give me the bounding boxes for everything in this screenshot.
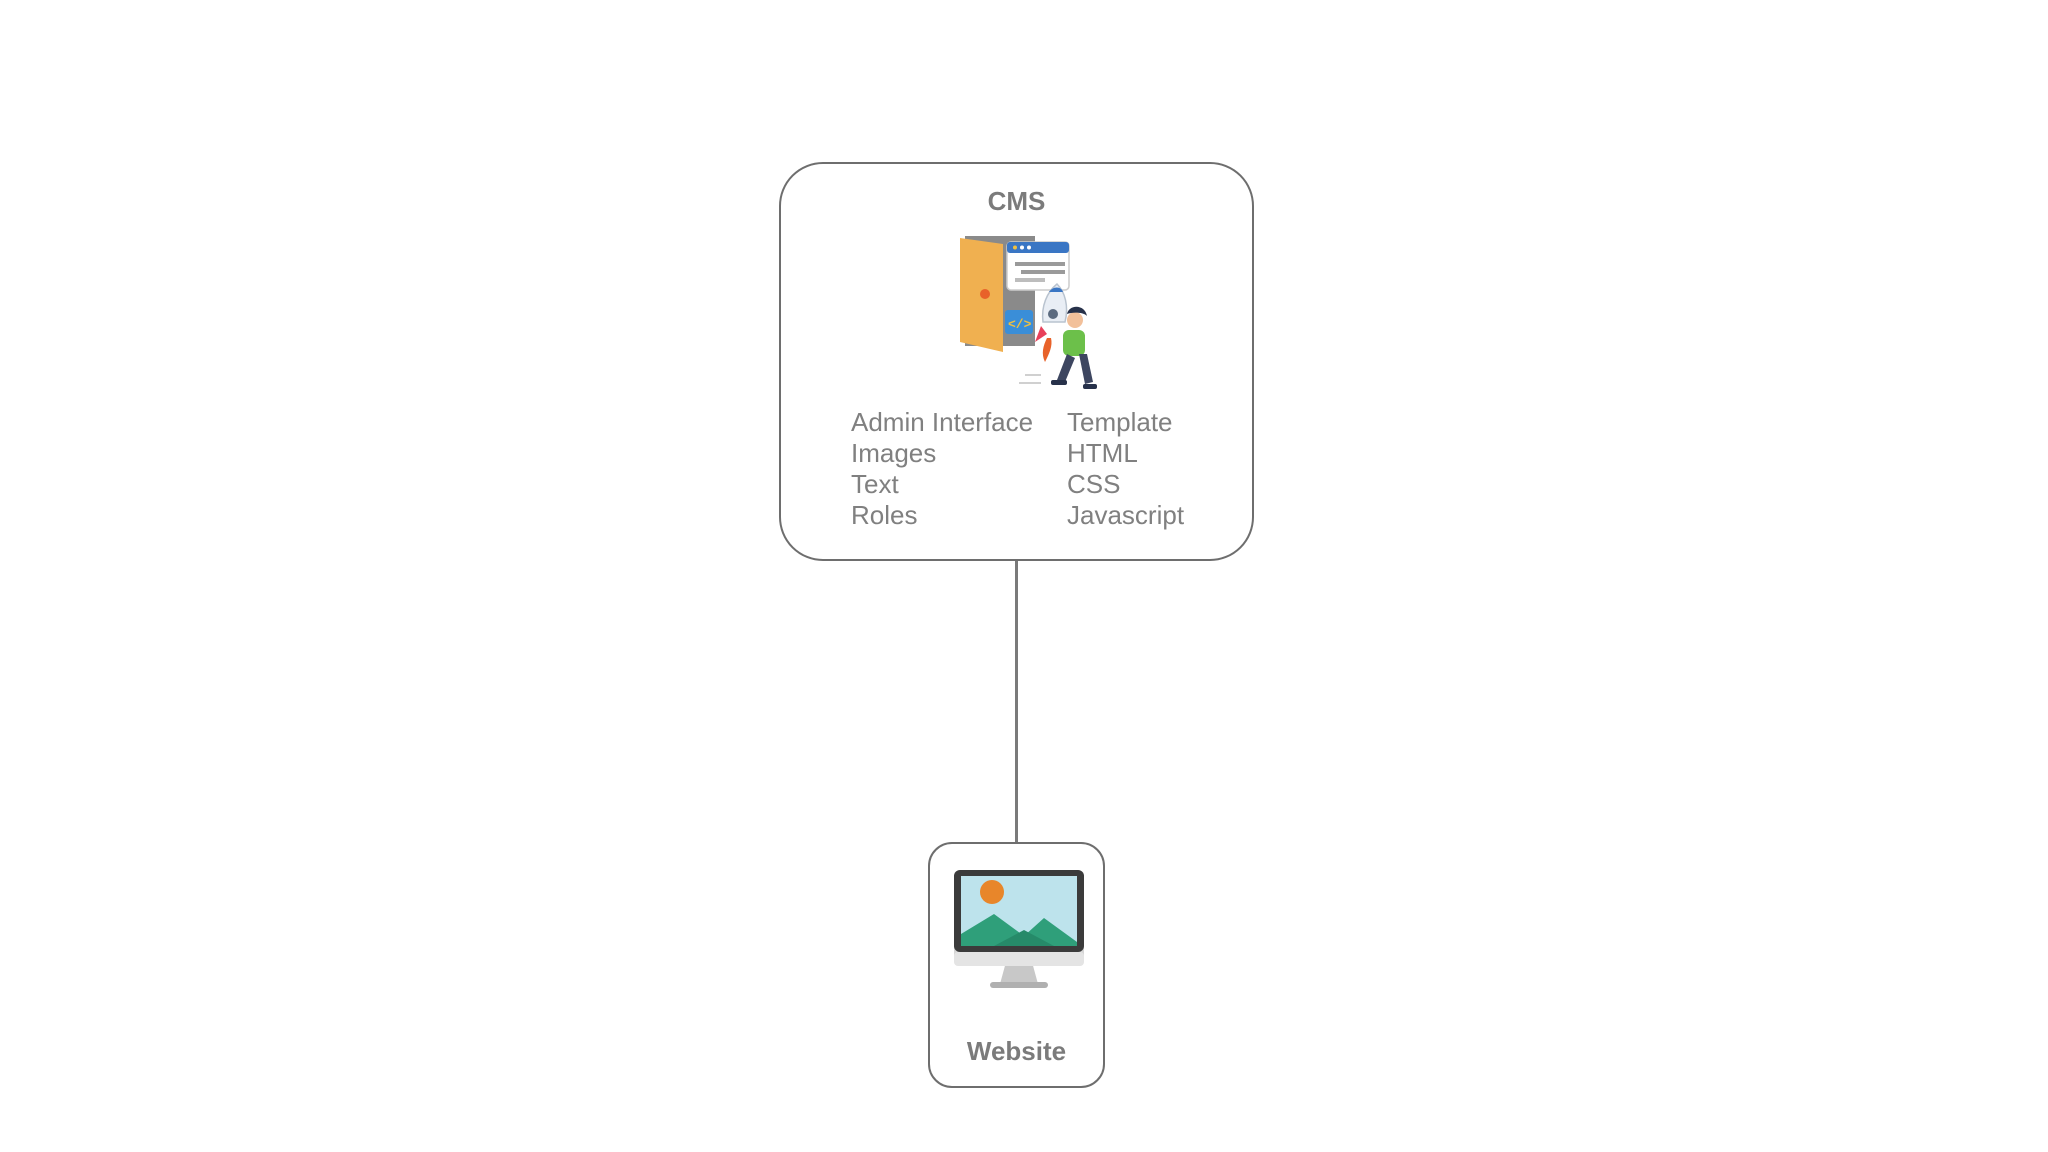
list-item: Text — [851, 469, 899, 499]
cms-content-list: Admin Interface Images Text Roles — [851, 407, 1033, 531]
list-item: Template — [1067, 407, 1173, 437]
list-item: Roles — [851, 500, 918, 530]
list-item: Javascript — [1067, 500, 1185, 530]
website-title: Website — [966, 1036, 1067, 1066]
list-item: HTML — [1067, 438, 1138, 468]
list-item: CSS — [1067, 469, 1121, 499]
list-item: Images — [851, 438, 937, 468]
developer-rocket-door-icon: </> — [960, 236, 1097, 389]
cms-node: CMS </> Admin Interfa — [779, 162, 1254, 561]
monitor-landscape-icon — [954, 870, 1084, 988]
website-node: Website — [928, 842, 1105, 1088]
cms-presentation-list: Template HTML CSS Javascript — [1067, 407, 1184, 531]
connector-line — [1015, 561, 1018, 842]
cms-title: CMS — [987, 186, 1046, 216]
svg-text:</>: </> — [1008, 317, 1032, 332]
list-item: Admin Interface — [851, 407, 1034, 437]
